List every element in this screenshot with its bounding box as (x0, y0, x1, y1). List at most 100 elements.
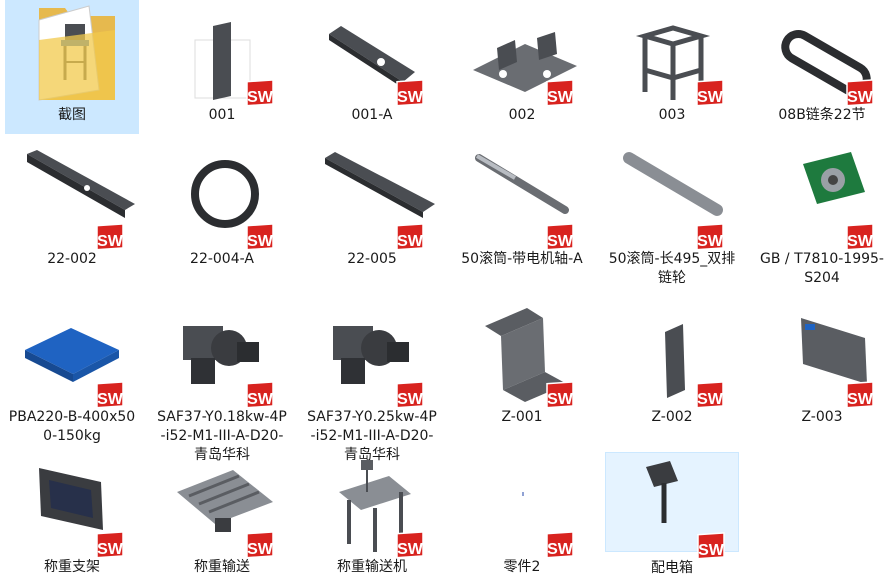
file-name-label: 22-005 (347, 251, 397, 267)
solidworks-badge-icon: SW (694, 532, 726, 561)
svg-text:SW: SW (247, 89, 274, 106)
file-item[interactable]: SW 22-002 (5, 144, 139, 284)
file-item[interactable]: SW SAF37-Y0.25kw-4P-i52-M1-III-A-D20-青岛华… (305, 302, 439, 463)
solidworks-badge-icon: SW (393, 531, 425, 560)
solidworks-badge-icon: SW (543, 381, 575, 410)
file-item[interactable]: SW 22-005 (305, 144, 439, 284)
folder-icon (5, 0, 139, 104)
svg-text:SW: SW (97, 233, 124, 250)
svg-text:SW: SW (847, 89, 874, 106)
file-item[interactable]: SW 称重输送 (155, 452, 289, 575)
file-item[interactable]: SW 08B链条22节 (755, 0, 889, 140)
file-name-label: PBA220-B-400x500-150kg (8, 409, 136, 444)
file-name-label: 22-004-A (190, 251, 254, 267)
svg-text:SW: SW (847, 391, 874, 408)
file-item[interactable]: SW Z-001 (455, 302, 589, 442)
svg-text:SW: SW (397, 391, 424, 408)
solidworks-badge-icon: SW (543, 531, 575, 560)
solidworks-badge-icon: SW (243, 79, 275, 108)
solidworks-badge-icon: SW (393, 381, 425, 410)
file-name-label: 零件2 (503, 559, 541, 575)
file-name-label: Z-003 (801, 409, 843, 425)
solidworks-badge-icon: SW (393, 223, 425, 252)
svg-text:SW: SW (697, 233, 724, 250)
svg-text:SW: SW (397, 233, 424, 250)
file-name-label: GB / T7810-1995-S204 (760, 251, 884, 286)
solidworks-badge-icon: SW (93, 531, 125, 560)
file-item[interactable]: SW 002 (455, 0, 589, 140)
solidworks-badge-icon: SW (693, 79, 725, 108)
file-item[interactable]: SW Z-002 (605, 302, 739, 442)
svg-text:SW: SW (547, 89, 574, 106)
part-thumbnail-icon: SW (455, 452, 589, 559)
folder-item[interactable]: 截图 (5, 0, 139, 134)
part-thumbnail-icon: SW (755, 0, 889, 107)
file-item[interactable]: SW SAF37-Y0.18kw-4P-i52-M1-III-A-D20-青岛华… (155, 302, 289, 463)
file-item[interactable]: SW 50滚筒-长495_双排链轮 (605, 144, 739, 286)
svg-text:SW: SW (698, 542, 725, 559)
file-name-label: 001 (208, 107, 236, 123)
part-thumbnail-icon: SW (155, 144, 289, 251)
file-item[interactable]: SW 称重输送机 (305, 452, 439, 575)
file-item[interactable]: SW 50滚筒-带电机轴-A (455, 144, 589, 284)
solidworks-badge-icon: SW (93, 223, 125, 252)
svg-text:SW: SW (547, 541, 574, 558)
svg-text:SW: SW (97, 541, 124, 558)
solidworks-badge-icon: SW (243, 381, 275, 410)
file-item[interactable]: SW 22-004-A (155, 144, 289, 284)
part-thumbnail-icon: SW (755, 302, 889, 409)
solidworks-badge-icon: SW (243, 531, 275, 560)
file-item[interactable]: SW 003 (605, 0, 739, 140)
file-name-label: 称重支架 (44, 559, 100, 575)
svg-text:SW: SW (97, 391, 124, 408)
svg-text:SW: SW (547, 233, 574, 250)
svg-text:SW: SW (247, 541, 274, 558)
part-thumbnail-icon: SW (305, 144, 439, 251)
solidworks-badge-icon: SW (243, 223, 275, 252)
file-item[interactable]: SW 001 (155, 0, 289, 140)
part-thumbnail-icon: SW (5, 144, 139, 251)
solidworks-badge-icon: SW (843, 79, 875, 108)
svg-text:SW: SW (397, 89, 424, 106)
file-item[interactable]: SW 称重支架 (5, 452, 139, 575)
file-name-label: 截图 (58, 107, 86, 123)
file-name-label: Z-002 (651, 409, 693, 425)
file-item[interactable]: SW 零件2 (455, 452, 589, 575)
part-thumbnail-icon: SW (155, 452, 289, 559)
file-name-label: 22-002 (47, 251, 97, 267)
file-name-label: 003 (658, 107, 686, 123)
part-thumbnail-icon: SW (305, 452, 439, 559)
file-item[interactable]: SW 001-A (305, 0, 439, 140)
solidworks-badge-icon: SW (93, 381, 125, 410)
part-thumbnail-icon: SW (606, 453, 740, 560)
svg-text:SW: SW (697, 391, 724, 408)
file-grid: 截图 SW 001 SW 001-A SW 002 SW 003 SW 08B链… (5, 0, 884, 576)
svg-text:SW: SW (247, 233, 274, 250)
svg-text:SW: SW (547, 391, 574, 408)
file-name-label: 称重输送机 (337, 559, 407, 575)
file-item[interactable]: SW PBA220-B-400x500-150kg (5, 302, 139, 444)
file-name-label: 称重输送 (194, 559, 250, 575)
part-thumbnail-icon: SW (455, 0, 589, 107)
file-name-label: SAF37-Y0.18kw-4P-i52-M1-III-A-D20-青岛华科 (157, 409, 287, 463)
file-name-label: 50滚筒-带电机轴-A (461, 251, 583, 267)
solidworks-badge-icon: SW (843, 223, 875, 252)
svg-text:SW: SW (397, 541, 424, 558)
part-thumbnail-icon: SW (455, 302, 589, 409)
file-name-label: SAF37-Y0.25kw-4P-i52-M1-III-A-D20-青岛华科 (307, 409, 437, 463)
file-name-label: 50滚筒-长495_双排链轮 (608, 251, 736, 286)
part-thumbnail-icon: SW (155, 0, 289, 107)
part-thumbnail-icon: SW (305, 302, 439, 409)
file-item[interactable]: SW Z-003 (755, 302, 889, 442)
part-thumbnail-icon: SW (605, 144, 739, 251)
part-thumbnail-icon: SW (605, 302, 739, 409)
file-name-label: 001-A (351, 107, 393, 123)
file-item[interactable]: SW 配电箱 (605, 452, 739, 576)
svg-text:SW: SW (697, 89, 724, 106)
part-thumbnail-icon: SW (5, 452, 139, 559)
file-name-label: 002 (508, 107, 536, 123)
file-item[interactable]: SW GB / T7810-1995-S204 (755, 144, 889, 286)
svg-text:SW: SW (847, 233, 874, 250)
file-name-label: 配电箱 (651, 560, 693, 576)
part-thumbnail-icon: SW (5, 302, 139, 409)
